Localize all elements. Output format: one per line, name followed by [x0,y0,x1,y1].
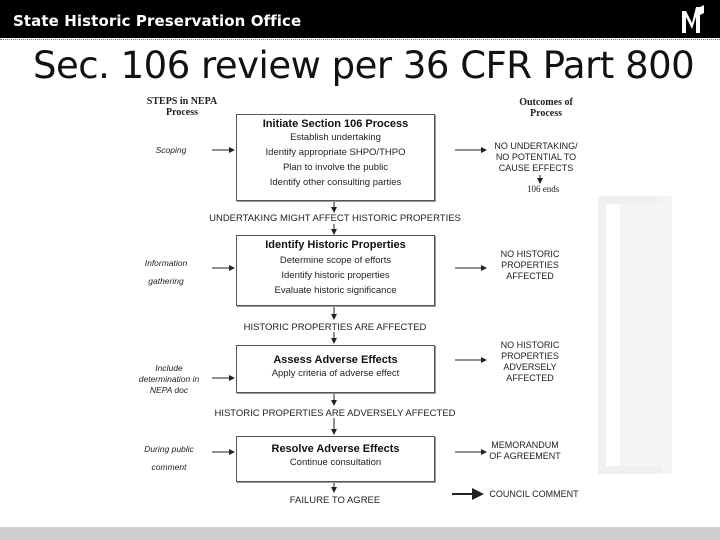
step-line: Establish undertaking [290,132,381,143]
outcome-line: NO UNDERTAKING/ [494,141,578,151]
step-line: Identify other consulting parties [269,177,402,188]
state-logo-icon [682,5,704,33]
transition-label: HISTORIC PROPERTIES ARE ADVERSELY AFFECT… [214,408,456,419]
step-line: Apply criteria of adverse effect [271,368,400,379]
step-title: Initiate Section 106 Process [262,118,409,130]
outcome-line: CAUSE EFFECTS [498,163,574,173]
step-line: Identify appropriate SHPO/THPO [265,147,406,158]
step-title: Resolve Adverse Effects [271,443,400,455]
nepa-step-info: gathering [148,276,184,286]
outcome-line: AFFECTED [506,373,554,383]
footer-bar [0,527,720,540]
outcome-council-comment: COUNCIL COMMENT [489,489,579,499]
outcome-line: NO POTENTIAL TO [495,152,577,162]
step-line: Identify historic properties [281,270,390,281]
header-divider [0,39,720,40]
outcomes-column-heading: Outcomes of Process [519,97,573,119]
nepa-step-scoping: Scoping [155,145,187,155]
outcome-line: NO HISTORIC [500,249,560,259]
step-line: Evaluate historic significance [274,285,397,296]
outcome-line: MEMORANDUM [491,440,559,450]
step-title: Assess Adverse Effects [273,354,398,366]
outcome-no-adverse-effect: NO HISTORIC PROPERTIES ADVERSELY AFFECTE… [490,340,570,384]
steps-column-heading: STEPS in NEPA Process [146,96,218,118]
step-assess-box: Assess Adverse Effects Apply criteria of… [236,345,435,393]
outcome-line: PROPERTIES [501,260,559,270]
step-title: Identify Historic Properties [265,239,406,251]
step-identify-box: Identify Historic Properties Determine s… [236,235,435,306]
transition-label: FAILURE TO AGREE [289,495,381,506]
nepa-step-public: comment [151,462,187,472]
nepa-step-include: determination in [138,374,200,384]
step-initiate-box: Initiate Section 106 Process Establish u… [236,114,435,201]
outcome-106-ends: 106 ends [527,184,560,194]
step-line: Continue consultation [289,457,382,468]
transition-label: HISTORIC PROPERTIES ARE AFFECTED [243,322,427,333]
header-bar: State Historic Preservation Office [0,0,720,38]
org-name: State Historic Preservation Office [13,12,302,30]
outcome-memorandum: MEMORANDUM OF AGREEMENT [482,440,568,462]
decorative-shape [620,196,672,474]
nepa-step-info: Information [144,258,188,268]
outcome-line: NO HISTORIC [500,340,560,350]
transition-label: UNDERTAKING MIGHT AFFECT HISTORIC PROPER… [209,213,461,224]
page-title: Sec. 106 review per 36 CFR Part 800 [33,44,695,87]
outcome-line: OF AGREEMENT [489,451,561,461]
outcome-line: AFFECTED [506,271,554,281]
nepa-step-public: During public [144,444,194,454]
outcome-no-undertaking: NO UNDERTAKING/ NO POTENTIAL TO CAUSE EF… [488,141,584,174]
step-line: Determine scope of efforts [279,255,392,266]
step-resolve-box: Resolve Adverse Effects Continue consult… [236,436,435,482]
nepa-step-include: NEPA doc [149,385,189,395]
nepa-step-include: Include [155,363,183,373]
outcome-line: PROPERTIES [501,351,559,361]
outcome-line: ADVERSELY [503,362,557,372]
decorative-frame [598,196,662,474]
step-line: Plan to involve the public [282,162,389,173]
outcome-no-historic-properties: NO HISTORIC PROPERTIES AFFECTED [490,249,570,282]
